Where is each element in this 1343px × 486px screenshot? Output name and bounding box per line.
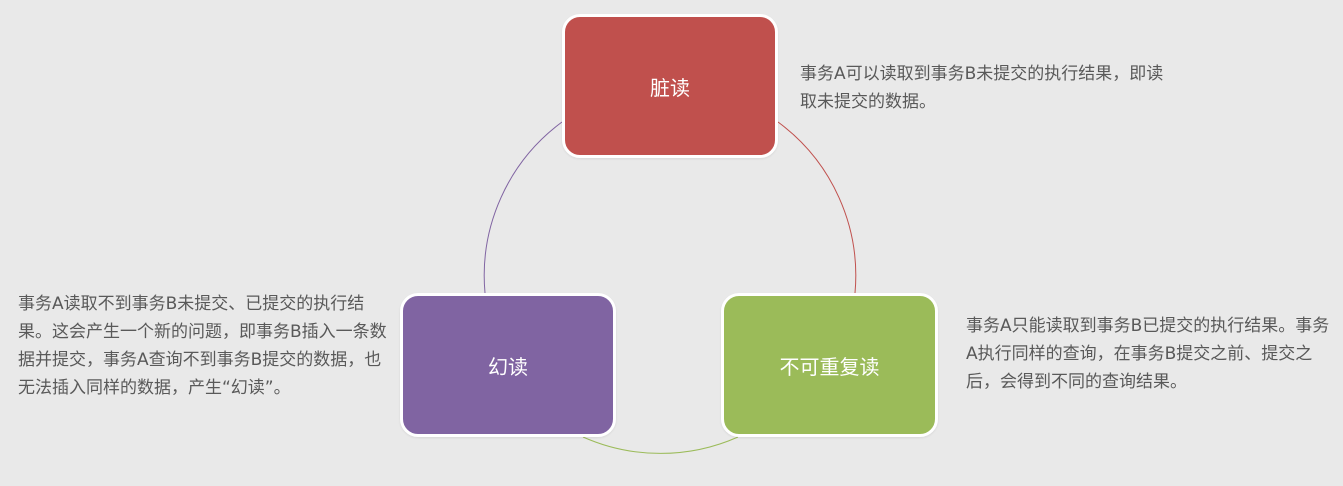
arc-nonrepeatable-to-phantom — [582, 436, 739, 454]
non-repeatable-read-description: 事务A只能读取到事务B已提交的执行结果。事务A执行同样的查询，在事务B提交之前、… — [966, 316, 1330, 392]
non-repeatable-read-node: 不可重复读 — [721, 293, 938, 437]
dirty-read-description: 事务A可以读取到事务B未提交的执行结果，即读取未提交的数据。 — [800, 64, 1164, 112]
non-repeatable-read-label: 不可重复读 — [779, 354, 880, 379]
dirty-read-label: 脏读 — [650, 75, 690, 100]
arc-dirty-to-nonrepeatable — [777, 121, 857, 294]
arc-phantom-to-dirty — [483, 121, 563, 294]
dirty-read-node: 脏读 — [562, 14, 778, 158]
phantom-read-description: 事务A读取不到事务B未提交、已提交的执行结果。这会产生一个新的问题，即事务B插入… — [18, 294, 387, 398]
phantom-read-node: 幻读 — [400, 293, 616, 437]
phantom-read-label: 幻读 — [488, 354, 528, 379]
